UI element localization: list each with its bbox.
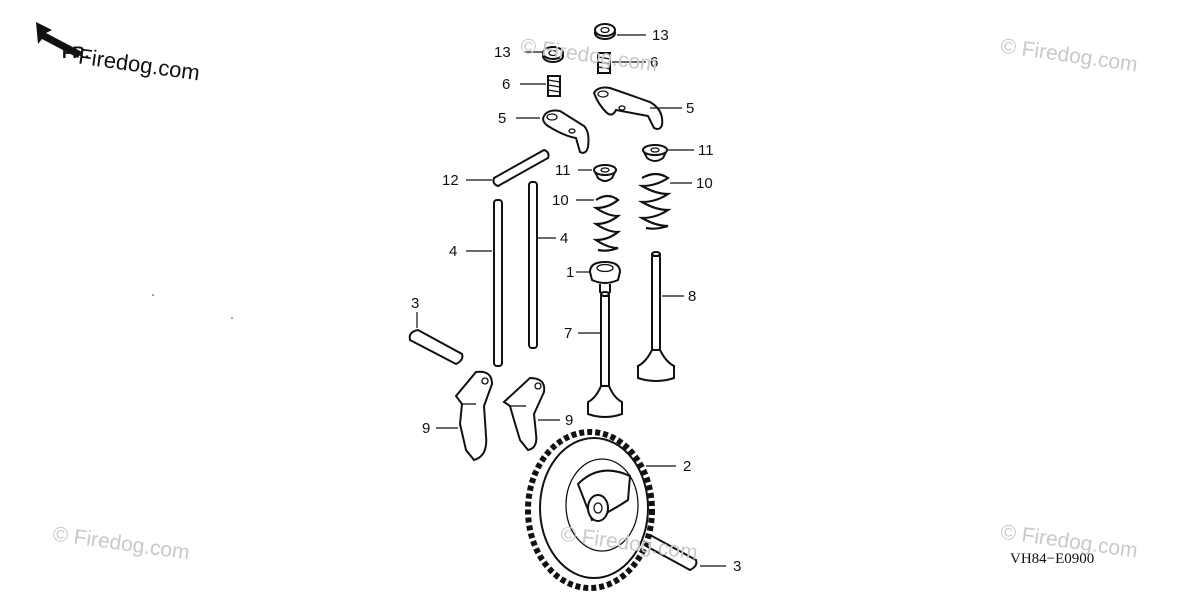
- part-9-tappet-right: [502, 376, 546, 452]
- part-4-push-rod-left: [493, 199, 503, 367]
- callout-4-right: 4: [560, 230, 568, 247]
- callout-labels: 13 13 6 6 5 5 11 11 10 10 12 4 4 1 8 7 3…: [411, 27, 741, 575]
- part-3-pin-left: [408, 328, 464, 366]
- callout-11-left: 11: [555, 162, 571, 179]
- callout-9-right: 9: [565, 412, 573, 429]
- callout-1: 1: [566, 264, 574, 281]
- callout-10-right: 10: [696, 175, 713, 192]
- part-13-nut-right: [594, 23, 616, 40]
- callout-7: 7: [564, 325, 572, 342]
- part-4-push-rod-right: [528, 181, 538, 349]
- callout-6-right: 6: [650, 54, 658, 71]
- part-6-pivot-left: [547, 75, 561, 97]
- part-11-retainer-right: [641, 144, 669, 162]
- part-11-retainer-left: [592, 164, 618, 182]
- part-2-camshaft-gear: [525, 429, 655, 591]
- callout-6-left: 6: [502, 76, 510, 93]
- leader-lines: [416, 34, 726, 567]
- callout-5-right: 5: [686, 100, 694, 117]
- callout-10-left: 10: [552, 192, 569, 209]
- part-8-valve: [637, 251, 675, 382]
- part-10-spring-left: [592, 194, 622, 252]
- part-5-rocker-arm-right: [592, 86, 664, 130]
- callout-5-left: 5: [498, 110, 506, 127]
- part-6-pivot-right: [597, 52, 611, 74]
- part-5-rocker-arm-left: [542, 109, 590, 154]
- part-1-spring-seat: [588, 260, 622, 295]
- callout-2: 2: [683, 458, 691, 475]
- front-arrow-icon: FR.: [36, 22, 89, 62]
- callout-8: 8: [688, 288, 696, 305]
- callout-13-left: 13: [494, 44, 511, 61]
- front-marker-label: FR.: [62, 43, 89, 62]
- part-9-tappet-left: [454, 370, 494, 462]
- callout-12: 12: [442, 172, 459, 189]
- callout-13-right: 13: [652, 27, 669, 44]
- part-12-shaft: [492, 148, 550, 188]
- callout-11-right: 11: [698, 142, 714, 159]
- part-7-valve: [587, 291, 623, 418]
- part-13-nut-left: [542, 46, 564, 63]
- callout-3-bottom: 3: [733, 558, 741, 575]
- callout-9-left: 9: [422, 420, 430, 437]
- callout-4-left: 4: [449, 243, 457, 260]
- drawing-code: VH84−E0900: [1010, 551, 1095, 567]
- callout-3-left: 3: [411, 295, 419, 312]
- part-10-spring-right: [637, 172, 672, 230]
